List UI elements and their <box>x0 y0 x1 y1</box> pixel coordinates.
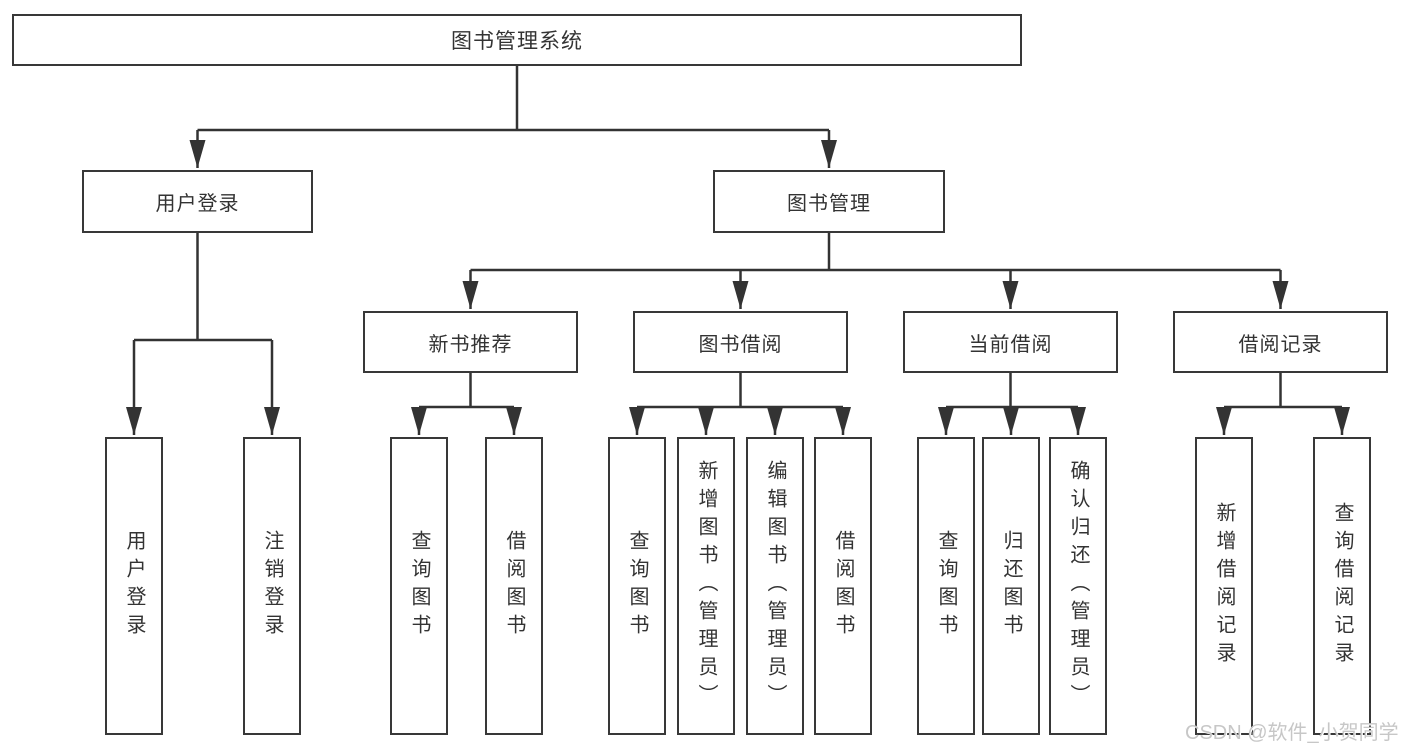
connectors-borrow-to-leaves <box>629 407 851 435</box>
leaf-logout-label: 注销登录 <box>261 530 283 642</box>
node-root: 图书管理系统 <box>12 14 1022 66</box>
leaf-user-login: 用户登录 <box>105 437 163 735</box>
leaf-borrow-edit-admin-label: 编辑图书（管理员） <box>764 460 786 712</box>
node-new-book-recommend: 新书推荐 <box>363 311 578 373</box>
node-borrow-history-label: 借阅记录 <box>1238 333 1323 356</box>
connectors-newbook-to-leaves <box>411 407 522 435</box>
leaf-history-query-label: 查询借阅记录 <box>1331 502 1353 670</box>
leaf-current-return: 归还图书 <box>982 437 1040 735</box>
leaf-current-confirm-admin-label: 确认归还（管理员） <box>1067 460 1089 712</box>
leaf-newbook-borrow-label: 借阅图书 <box>503 530 525 642</box>
connectors-history-to-leaves <box>1216 407 1350 435</box>
leaf-user-login-label: 用户登录 <box>123 530 145 642</box>
leaf-borrow-book: 借阅图书 <box>814 437 872 735</box>
leaf-history-add-label: 新增借阅记录 <box>1213 502 1235 670</box>
node-user-login: 用户登录 <box>82 170 313 233</box>
connector-trunks <box>134 66 1342 409</box>
leaf-borrow-query: 查询图书 <box>608 437 666 735</box>
node-book-management: 图书管理 <box>713 170 945 233</box>
connectors-userlogin-to-leaves <box>126 340 280 435</box>
leaf-logout: 注销登录 <box>243 437 301 735</box>
connectors-root-to-level2 <box>189 130 837 168</box>
leaf-newbook-query: 查询图书 <box>390 437 448 735</box>
node-book-borrow-label: 图书借阅 <box>698 333 783 356</box>
leaf-newbook-query-label: 查询图书 <box>408 530 430 642</box>
leaf-borrow-edit-admin: 编辑图书（管理员） <box>746 437 804 735</box>
leaf-borrow-book-label: 借阅图书 <box>832 530 854 642</box>
leaf-current-return-label: 归还图书 <box>1000 530 1022 642</box>
leaf-current-query-label: 查询图书 <box>935 530 957 642</box>
node-user-login-label: 用户登录 <box>155 193 240 215</box>
leaf-current-confirm-admin: 确认归还（管理员） <box>1049 437 1107 735</box>
leaf-history-add: 新增借阅记录 <box>1195 437 1253 735</box>
leaf-borrow-add-admin-label: 新增图书（管理员） <box>695 460 717 712</box>
leaf-history-query: 查询借阅记录 <box>1313 437 1371 735</box>
leaf-borrow-query-label: 查询图书 <box>626 530 648 642</box>
node-borrow-history: 借阅记录 <box>1173 311 1388 373</box>
node-root-label: 图书管理系统 <box>451 30 583 53</box>
node-new-book-recommend-label: 新书推荐 <box>428 333 513 356</box>
connectors-bookmgmt-to-level3 <box>462 270 1289 309</box>
leaf-current-query: 查询图书 <box>917 437 975 735</box>
connectors-current-to-leaves <box>938 407 1086 435</box>
node-book-borrow: 图书借阅 <box>633 311 848 373</box>
leaf-borrow-add-admin: 新增图书（管理员） <box>677 437 735 735</box>
node-book-management-label: 图书管理 <box>787 193 871 215</box>
node-current-borrow: 当前借阅 <box>903 311 1118 373</box>
leaf-newbook-borrow: 借阅图书 <box>485 437 543 735</box>
node-current-borrow-label: 当前借阅 <box>968 333 1053 356</box>
watermark: CSDN @软件_小贺同学 <box>1185 722 1399 744</box>
